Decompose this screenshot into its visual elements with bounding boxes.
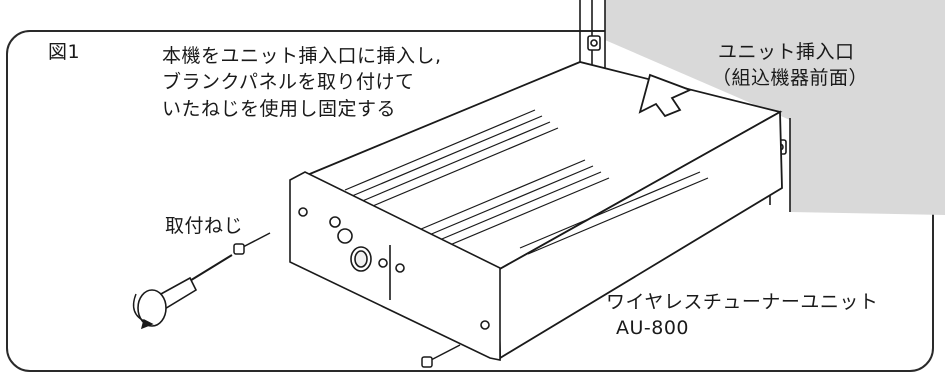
front-panel xyxy=(289,171,501,361)
vent-slots xyxy=(344,109,709,259)
screwdriver-icon xyxy=(137,254,233,327)
rotation-arrow-icon xyxy=(132,293,154,330)
unit-label-line-2: AU-800 xyxy=(616,317,690,339)
instruction-line-3: いたねじを使用し固定する xyxy=(162,98,397,120)
slot-label-line-1: ユニット挿入口 xyxy=(718,41,855,63)
figure-label: 図1 xyxy=(48,41,81,63)
instruction-line-2: ブランクパネルを取り付けて xyxy=(162,71,415,93)
screw-icon xyxy=(233,232,461,368)
instruction-line-1: 本機をユニット挿入口に挿入し, xyxy=(162,45,442,67)
slot-label-line-2: （組込機器前面） xyxy=(712,67,869,89)
screw-label: 取付ねじ xyxy=(165,215,244,237)
unit-label-line-1: ワイヤレスチューナーユニット xyxy=(606,291,879,313)
insert-arrow-icon xyxy=(638,73,693,118)
